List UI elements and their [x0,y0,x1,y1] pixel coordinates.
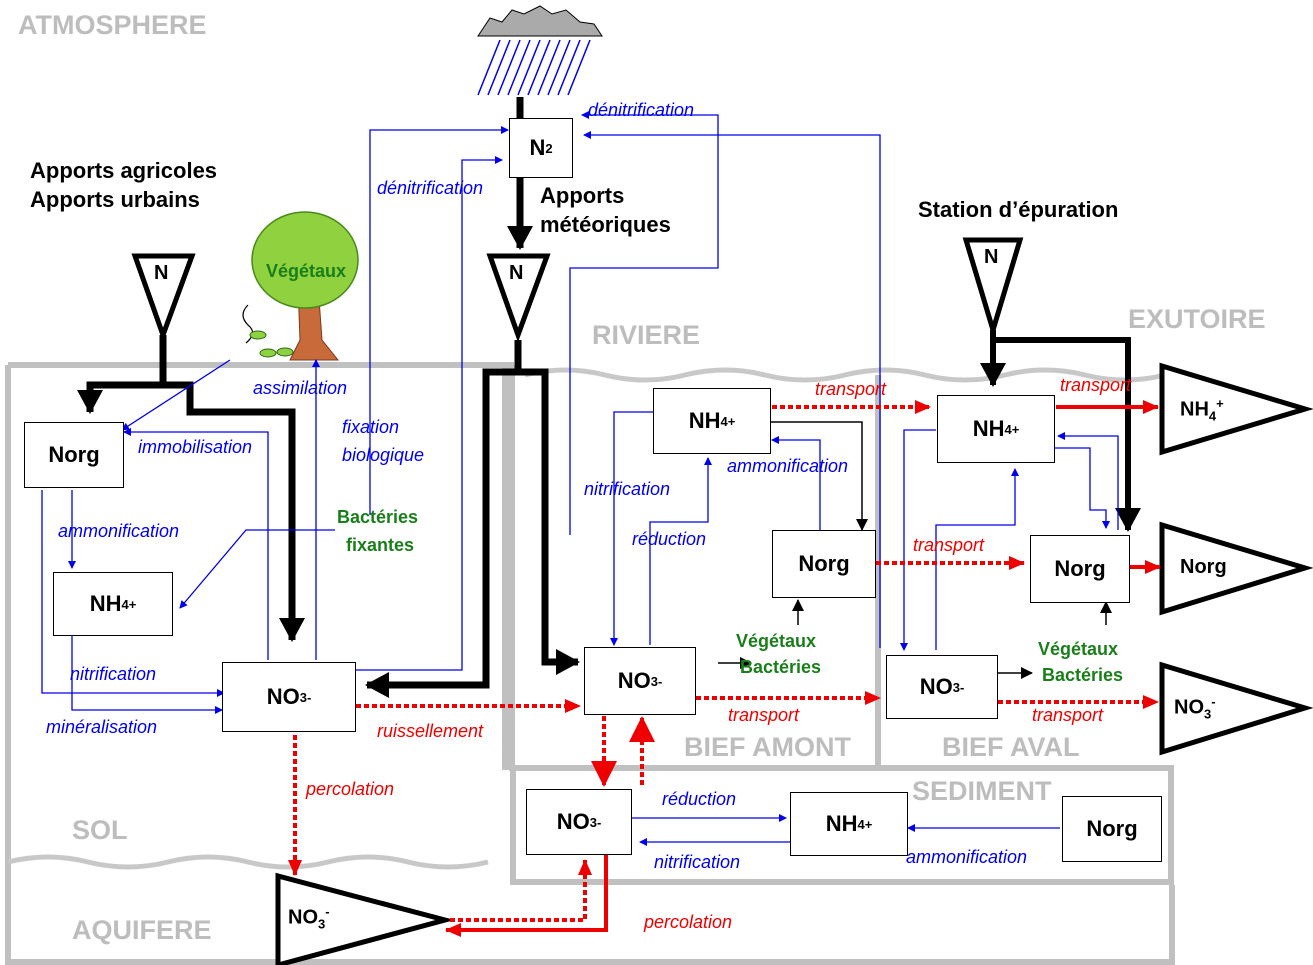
label-ammonification-sediment: ammonification [906,847,1028,867]
output-triangles [275,362,1313,965]
flux-arrows [77,97,1141,698]
input-triangle-agricole [131,253,196,343]
sediment-frame [510,765,1174,885]
label-apports-agricoles: Apports agricoles [30,158,218,183]
zone-label-riviere: RIVIERE [592,320,701,350]
output-triangle-nh4 [1159,362,1313,456]
label-ruissellement: ruissellement [377,721,484,741]
label-apports-urbains: Apports urbains [30,187,200,212]
zone-label-sol: SOL [72,815,128,845]
label-nitrification-sediment: nitrification [654,852,741,872]
amont-norg-box: Norg [772,530,876,598]
label-transport-no3-amont: transport [728,705,800,725]
label-assimilation: assimilation [253,378,348,398]
zone-label-bief-aval: BIEF AVAL [942,732,1080,762]
output-triangle-aquifer [275,872,455,965]
label-bacteries-fixantes-1: Bactéries [337,507,419,527]
process-arrows [41,111,1119,846]
label-vegetaux-tree: Végétaux [266,261,347,281]
zone-label-atmosphere: ATMOSPHERE [18,10,207,40]
label-reduction-sediment: réduction [662,789,737,809]
output-triangle-no3 [1159,661,1313,756]
label-aval-vegetaux: Végétaux [1038,639,1119,659]
label-nitrification-sol: nitrification [70,664,157,684]
transfer-arrows [288,400,1161,937]
thin-black-arrows [718,421,1112,679]
label-percolation-sol: percolation [306,779,395,799]
n-label-agricole: N [154,262,169,284]
label-ammonification-sol: ammonification [58,521,180,541]
label-bacteries-fixantes-2: fixantes [346,535,415,555]
label-apports-meteoriques-2: météoriques [540,212,671,237]
zone-label-sediment: SEDIMENT [912,776,1052,806]
zone-label-bief-amont: BIEF AMONT [684,732,851,762]
label-aval-bacteries: Bactéries [1042,665,1124,685]
label-transport-no3-aval: transport [1032,705,1104,725]
sediment-norg-box: Norg [1062,796,1162,862]
label-percolation-aquifer: percolation [644,912,733,932]
label-denitrification-left: dénitrification [377,178,484,198]
label-mineralisation: minéralisation [46,717,158,737]
label-transport-nh4-amont: transport [815,379,887,399]
label-amont-bacteries: Bactéries [740,657,822,677]
rain-cloud-icon [477,5,603,96]
input-triangle-station [962,237,1024,339]
aquifer-label-no3: NO3- [288,904,330,932]
label-ammonification-amont: ammonification [727,456,849,476]
output-label-nh4: NH4+ [1180,396,1224,424]
river-surface-wave [524,367,1166,383]
label-transport-norg: transport [913,535,985,555]
zone-label-exutoire: EXUTOIRE [1128,304,1266,334]
tree-icon [242,211,359,361]
zone-boundaries [7,362,1166,870]
output-label-no3: NO3- [1174,694,1216,722]
input-triangle-meteorique [486,253,551,343]
label-amont-vegetaux: Végétaux [736,631,817,651]
output-label-norg: Norg [1180,556,1227,578]
aval-norg-box: Norg [1030,535,1130,603]
label-denitrification-top: dénitrification [588,100,695,120]
label-nitrification-amont: nitrification [584,479,671,499]
label-station-epuration: Station d’épuration [918,197,1119,222]
n-label-meteorique: N [509,262,524,284]
zone-label-aquifere: AQUIFERE [72,915,212,945]
label-biologique: biologique [342,445,425,465]
sol-norg-box: Norg [24,422,124,488]
aquifer-wave [7,854,489,870]
label-transport-nh4-aval: transport [1060,375,1132,395]
label-immobilisation: immobilisation [138,437,253,457]
n-label-station: N [984,246,999,268]
sol-frame [5,365,1175,965]
label-fixation: fixation [342,417,400,437]
output-triangle-norg [1159,521,1313,616]
label-apports-meteoriques-1: Apports [540,183,625,208]
label-reduction-amont: réduction [632,529,707,549]
input-triangles [131,237,1024,343]
